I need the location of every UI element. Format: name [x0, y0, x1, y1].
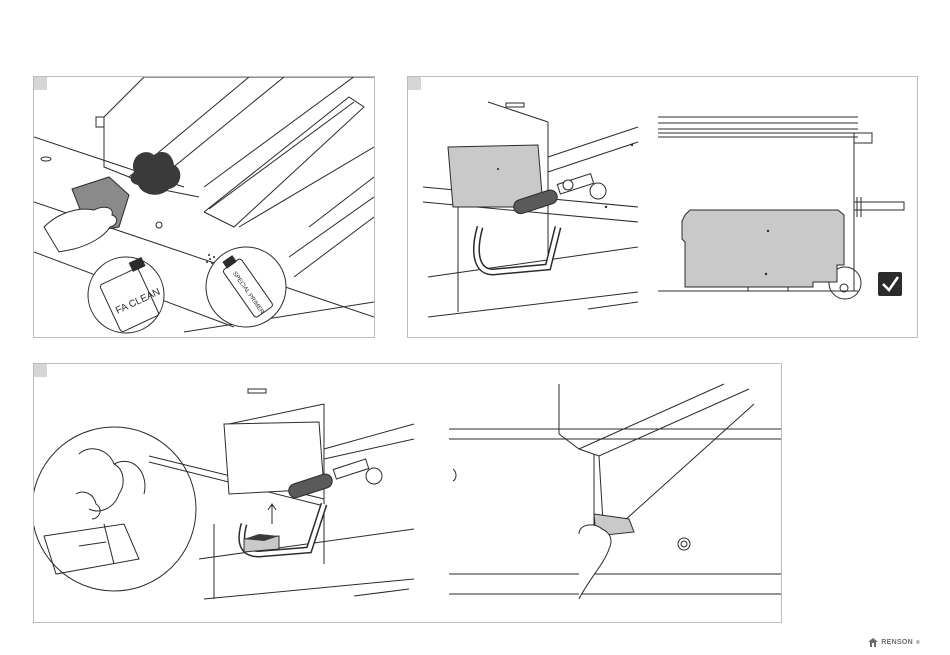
cleaning-illustration: FA CLEAN SPECIAL PRIMER: [34, 77, 374, 337]
tape-illustration: [34, 364, 781, 622]
step-panel-1: FA CLEAN SPECIAL PRIMER: [33, 76, 375, 338]
renson-house-icon: [868, 638, 878, 647]
clamp-illustration: [408, 77, 917, 337]
check-icon: [878, 272, 902, 296]
brand-name: RENSON: [881, 639, 913, 646]
brand-symbol: ®: [916, 640, 920, 646]
step-panel-2: [407, 76, 918, 338]
step-panel-3: [33, 363, 782, 623]
renson-logo: RENSON ®: [868, 638, 920, 647]
